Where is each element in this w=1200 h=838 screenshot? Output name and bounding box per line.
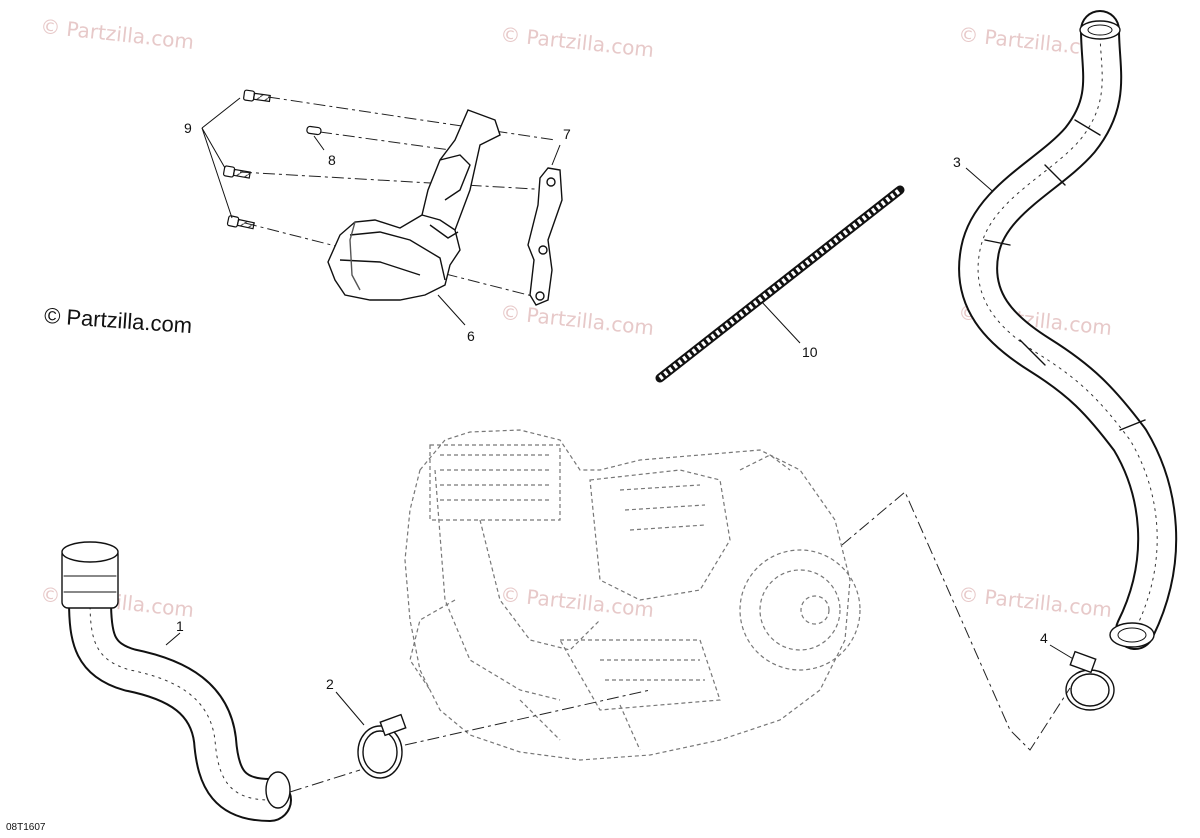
hose-3-part: [958, 10, 1178, 650]
callout-9: 9: [184, 120, 192, 136]
clamp-4-part: [1065, 650, 1115, 711]
callout-1: 1: [176, 618, 184, 634]
hose-1-part: [61, 541, 292, 822]
callout-8: 8: [328, 152, 336, 168]
bolt-9-parts: [222, 89, 271, 230]
leader-lines: [239, 96, 1071, 793]
callout-4: 4: [1040, 630, 1048, 646]
clamp-2-part: [357, 713, 407, 779]
pin-8-part: [306, 125, 322, 136]
drawing-code: 08T1607: [6, 822, 46, 833]
bracket-7-part: [527, 167, 563, 306]
callout-6: 6: [467, 328, 475, 344]
callout-10: 10: [802, 344, 818, 360]
chain-guard-6-part: [327, 109, 501, 301]
chain-10-part: [655, 185, 905, 383]
callout-2: 2: [326, 676, 334, 692]
engine-outline: [404, 429, 861, 761]
callout-3: 3: [953, 154, 961, 170]
callout-7: 7: [563, 126, 571, 142]
